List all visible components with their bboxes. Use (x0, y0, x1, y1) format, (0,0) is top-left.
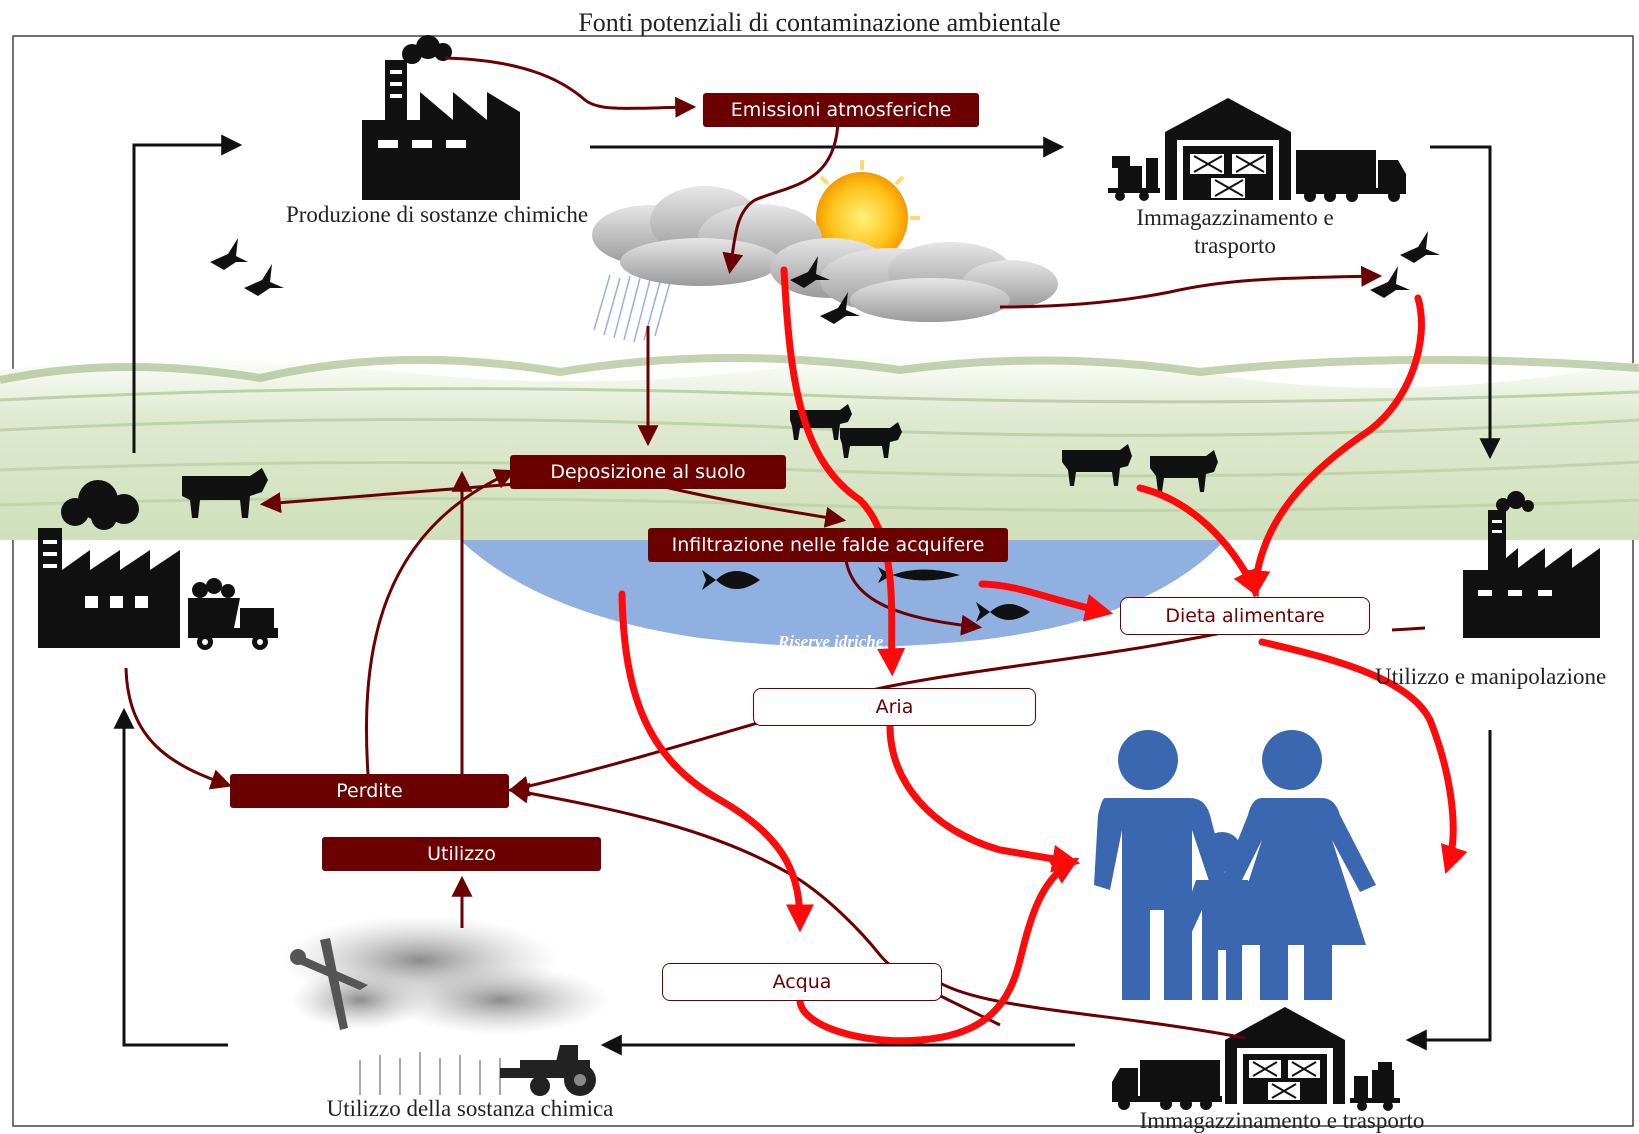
fish-icon (702, 567, 1030, 622)
soil-deposition-box: Deposizione al suolo (510, 455, 786, 489)
water-box: Acqua (662, 963, 942, 1001)
smoke-left-icon (61, 480, 139, 530)
truck-bottom-icon (1112, 1060, 1222, 1110)
diagram-title: Fonti potenziali di contaminazione ambie… (578, 8, 1061, 37)
caption-production: Produzione di sostanze chimiche (285, 202, 589, 227)
factory-right-icon (1463, 510, 1600, 638)
groundwater-infiltration-box: Infiltrazione nelle falde acquifere (648, 528, 1008, 562)
crop-spraying-icon (280, 915, 610, 1096)
bird-icon (210, 231, 1440, 324)
warehouse-icon (1165, 98, 1291, 200)
factory-left-icon (38, 528, 180, 648)
exposure-arrows (618, 266, 1468, 1045)
use-box: Utilizzo (322, 837, 601, 871)
smoke-cloud-icon (402, 35, 452, 64)
diet-box: Dieta alimentare (1120, 597, 1370, 635)
losses-box: Perdite (230, 774, 509, 808)
forklift-bottom-icon (1350, 1062, 1400, 1111)
water-reserve-shape (460, 540, 1225, 648)
caption-storage-bottom: Immagazzinamento e trasporto (1139, 1108, 1425, 1133)
caption-storage-top-line1: Immagazzinamento e (1136, 205, 1334, 230)
warehouse-bottom-icon (1225, 1007, 1345, 1104)
caption-chemical-use: Utilizzo della sostanza chimica (326, 1096, 614, 1121)
water-reserves-label: Riserve idriche (778, 632, 884, 651)
factory-icon (362, 60, 520, 200)
dump-truck-icon (188, 578, 278, 650)
caption-storage-top-line2: trasporto (1194, 233, 1276, 258)
pathway-arrows (124, 56, 1426, 1040)
air-box: Aria (753, 688, 1036, 726)
truck-icon (1296, 150, 1406, 202)
smoke-right-icon (1496, 491, 1534, 512)
family-icon (1094, 730, 1376, 1000)
forklift-icon (1108, 156, 1160, 201)
emissions-box: Emissioni atmosferiche (703, 93, 979, 127)
frame-border (12, 35, 1634, 1127)
rain-icon (593, 274, 671, 343)
cycle-arrows (113, 134, 1501, 1056)
caption-use-handling: Utilizzo e manipolazione (1375, 664, 1607, 689)
